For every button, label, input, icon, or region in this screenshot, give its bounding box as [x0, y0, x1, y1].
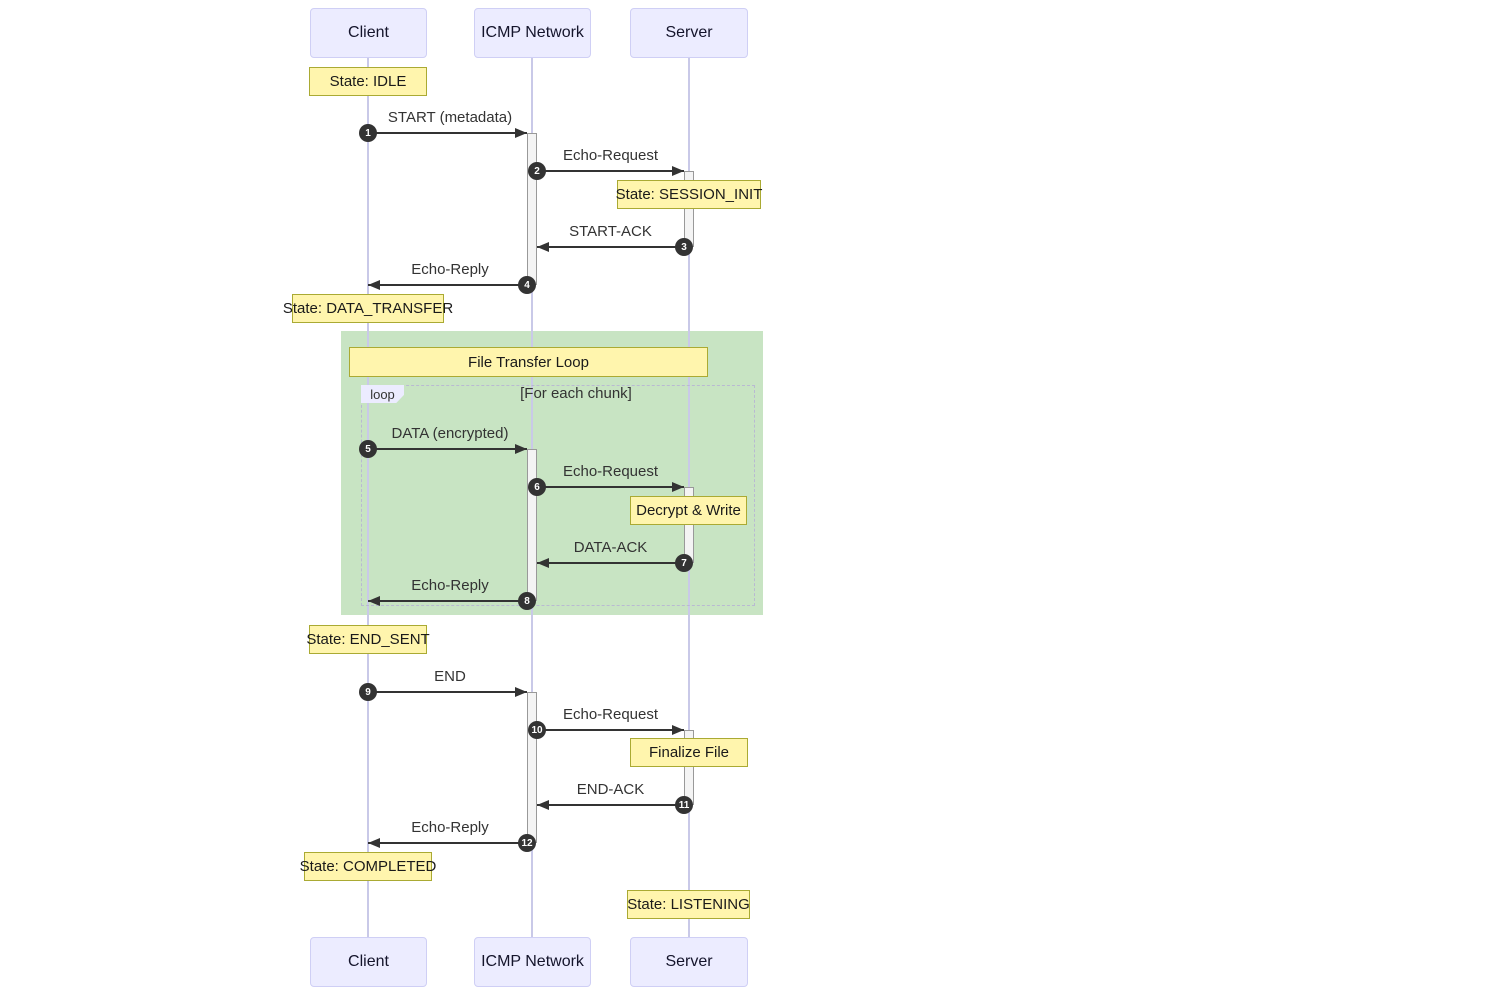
- message-line: [368, 132, 527, 134]
- sequence-number: 4: [518, 276, 536, 294]
- actor-bottom-client: Client: [310, 937, 427, 987]
- actor-bottom-server: Server: [630, 937, 748, 987]
- actor-top-icmp-network: ICMP Network: [474, 8, 591, 58]
- message-arrowhead-icon: [515, 686, 527, 697]
- loop-label: loop: [361, 385, 404, 403]
- actor-bottom-icmp-network: ICMP Network: [474, 937, 591, 987]
- sequence-number: 3: [675, 238, 693, 256]
- message-arrowhead-icon: [537, 799, 549, 810]
- message-arrowhead-icon: [515, 127, 527, 138]
- message-label: Echo-Reply: [411, 577, 489, 594]
- message-line: [537, 486, 684, 488]
- message-line: [537, 246, 684, 248]
- message-line: [368, 284, 527, 286]
- message-line: [368, 691, 527, 693]
- note-state-session-init: State: SESSION_INIT: [616, 180, 762, 209]
- message-line: [537, 804, 684, 806]
- sequence-number: 1: [359, 124, 377, 142]
- message-arrowhead-icon: [672, 165, 684, 176]
- message-arrowhead-icon: [537, 557, 549, 568]
- sequence-number: 7: [675, 554, 693, 572]
- sequence-number: 8: [518, 592, 536, 610]
- loop-frame: [361, 385, 755, 606]
- message-label: END-ACK: [576, 781, 645, 798]
- note-state-listening: State: LISTENING: [627, 890, 750, 919]
- loop-condition: [For each chunk]: [520, 385, 632, 402]
- note-state-completed: State: COMPLETED: [300, 852, 436, 881]
- sequence-number: 5: [359, 440, 377, 458]
- sequence-number: 6: [528, 478, 546, 496]
- actor-top-client: Client: [310, 8, 427, 58]
- note-decrypt-write: Decrypt & Write: [630, 496, 747, 525]
- sequence-number: 12: [518, 834, 536, 852]
- message-arrowhead-icon: [537, 241, 549, 252]
- message-label: START (metadata): [387, 109, 513, 126]
- message-arrowhead-icon: [672, 724, 684, 735]
- message-line: [537, 562, 684, 564]
- lifeline-client: [367, 58, 369, 937]
- message-line: [537, 729, 684, 731]
- message-label: Echo-Request: [562, 706, 659, 723]
- note-finalize-file: Finalize File: [630, 738, 748, 767]
- message-arrowhead-icon: [672, 481, 684, 492]
- message-arrowhead-icon: [368, 279, 380, 290]
- note-state-data-transfer: State: DATA_TRANSFER: [283, 294, 453, 323]
- loop-highlight-background: [341, 331, 763, 615]
- sequence-number: 11: [675, 796, 693, 814]
- message-line: [537, 170, 684, 172]
- message-line: [368, 600, 527, 602]
- message-label: Echo-Reply: [411, 261, 489, 278]
- message-arrowhead-icon: [368, 595, 380, 606]
- message-label: DATA (encrypted): [391, 425, 509, 442]
- sequence-number: 2: [528, 162, 546, 180]
- actor-top-server: Server: [630, 8, 748, 58]
- note-state-idle: State: IDLE: [309, 67, 427, 96]
- message-label: Echo-Request: [562, 463, 659, 480]
- message-line: [368, 842, 527, 844]
- message-label: Echo-Reply: [411, 819, 489, 836]
- sequence-number: 9: [359, 683, 377, 701]
- message-label: START-ACK: [569, 223, 652, 240]
- message-line: [368, 448, 527, 450]
- sequence-number: 10: [528, 721, 546, 739]
- note-file-transfer-loop: File Transfer Loop: [349, 347, 708, 377]
- message-label: END: [434, 668, 466, 685]
- message-label: Echo-Request: [562, 147, 659, 164]
- message-arrowhead-icon: [368, 837, 380, 848]
- message-arrowhead-icon: [515, 443, 527, 454]
- message-label: DATA-ACK: [573, 539, 648, 556]
- note-state-end-sent: State: END_SENT: [306, 625, 430, 654]
